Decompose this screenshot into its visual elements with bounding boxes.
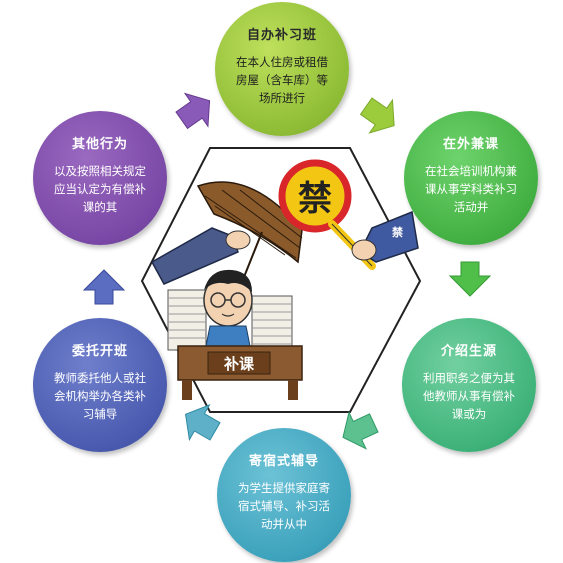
node-refer-students: 介绍生源 利用职务之便为其他教师从事有偿补课或为	[402, 318, 536, 452]
chevron-arrow-icon	[185, 404, 221, 442]
node-title: 寄宿式辅导	[248, 454, 319, 469]
node-other-behavior: 其他行为 以及按照相关规定应当认定为有偿补课的其	[33, 111, 167, 245]
desk-label: 补课	[223, 355, 255, 373]
teacher-figure	[203, 269, 253, 347]
paper-stack-left	[167, 289, 207, 351]
node-body: 在社会培训机构兼课从事学科类补习活动并	[425, 164, 517, 214]
left-arm	[150, 227, 251, 285]
node-title: 自办补习班	[246, 28, 317, 43]
node-self-run-class: 自办补习班 在本人住房或租借房屋（含车库）等场所进行	[215, 2, 349, 136]
node-boarding-tutoring: 寄宿式辅导 为学生提供家庭寄宿式辅导、补习活动并从中	[217, 428, 351, 562]
arm-tag: 禁	[392, 225, 403, 239]
node-title: 其他行为	[71, 137, 128, 152]
node-title: 介绍生源	[440, 344, 497, 359]
down-arrow-icon	[448, 261, 492, 297]
paper-stack-right	[251, 295, 293, 353]
node-entrusted-class: 委托开班 教师委托他人或社会机构举办各类补习辅导	[33, 318, 167, 452]
sign-text: 禁	[298, 179, 332, 219]
node-title: 在外兼课	[442, 137, 499, 152]
node-body: 为学生提供家庭寄宿式辅导、补习活动并从中	[238, 481, 330, 531]
node-body: 在本人住房或租借房屋（含车库）等场所进行	[236, 55, 328, 105]
ban-sign-icon: 禁	[278, 159, 376, 270]
chevron-arrow-icon	[175, 92, 211, 130]
desk: 补课	[177, 345, 303, 400]
node-body: 以及按照相关规定应当认定为有偿补课的其	[54, 164, 146, 214]
node-body: 利用职务之便为其他教师从事有偿补课或为	[423, 371, 515, 421]
node-title: 委托开班	[71, 344, 128, 359]
node-outside-teaching: 在外兼课 在社会培训机构兼课从事学科类补习活动并	[404, 111, 538, 245]
node-body: 教师委托他人或社会机构举办各类补习辅导	[54, 371, 146, 421]
chevron-arrow-icon	[359, 97, 395, 134]
up-arrow-icon	[82, 269, 126, 305]
right-arm: 禁	[351, 210, 419, 263]
chevron-arrow-icon	[342, 410, 379, 450]
